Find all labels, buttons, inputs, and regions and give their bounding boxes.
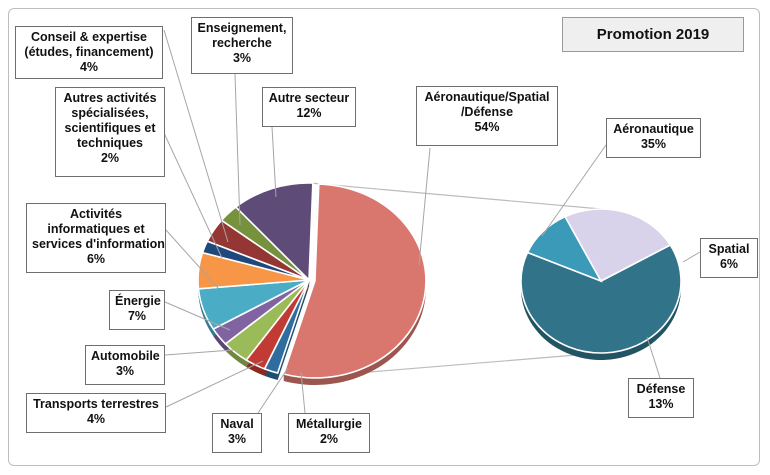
label-text-line: Métallurgie	[296, 417, 362, 431]
label-text-line: services d'information	[32, 237, 165, 251]
label-percent: 4%	[86, 412, 106, 426]
label-text-line: informatiques et	[47, 222, 145, 236]
sub-pie-leader-defense	[646, 336, 661, 379]
label-percent: 13%	[648, 397, 674, 411]
label-text-line: Défense	[636, 382, 686, 396]
label-percent: 6%	[86, 252, 106, 266]
main-pie-leader-automobile	[164, 348, 247, 356]
main-pie-slices	[197, 182, 427, 385]
sub-pie-leader-aeronautique	[541, 144, 607, 237]
connector-line-top	[309, 182, 602, 210]
label-text-line: Activités	[69, 207, 123, 221]
label-text-line: Autre secteur	[268, 91, 350, 105]
label-percent: 4%	[79, 60, 99, 74]
leader-lines	[157, 29, 701, 414]
label-percent: 35%	[640, 137, 667, 151]
label-text-line: spécialisées,	[71, 106, 149, 120]
label-percent: 3%	[115, 364, 135, 378]
label-text-line: Automobile	[91, 349, 160, 363]
label-text-line: Spatial	[708, 242, 750, 256]
main-pie-leader-conseil-expertise-etudes-financement	[163, 29, 229, 243]
main-pie-leader-enseignement-recherche	[234, 73, 241, 226]
label-text-line: Aéronautique/Spatial	[424, 90, 550, 104]
label-text-line: Conseil & expertise	[30, 30, 147, 44]
main-pie-leader-aeronautique-spatial-defense	[418, 147, 431, 266]
label-percent: 6%	[719, 257, 739, 271]
label-text-line: (études, financement)	[24, 45, 154, 59]
main-pie-slice-aeronautique-spatial-defense	[282, 183, 427, 379]
label-percent: 12%	[296, 106, 322, 120]
sub-pie-slices	[520, 208, 682, 360]
main-pie-leader-energie	[164, 301, 231, 331]
chart-title: Promotion 2019	[562, 17, 744, 52]
label-text-line: scientifiques et	[64, 121, 156, 135]
main-pie-leader-metallurgie	[300, 371, 306, 414]
sub-pie-slice-defense	[563, 208, 672, 283]
label-text-line: Autres activités	[63, 91, 157, 105]
main-pie-leader-transports-terrestres	[165, 360, 264, 408]
main-pie-slice-autre-secteur	[234, 182, 314, 282]
label-text-line: Transports terrestres	[33, 397, 159, 411]
label-text-line: Énergie	[115, 294, 161, 308]
label-percent: 54%	[474, 120, 500, 134]
label-text-line: /Défense	[460, 105, 514, 119]
main-pie-leader-autre-secteur	[271, 126, 277, 198]
label-percent: 3%	[227, 432, 247, 446]
main-pie-leader-activites-informatiques-et-services-d-information	[165, 229, 219, 289]
main-pie-leader-naval	[257, 367, 289, 414]
label-text-line: techniques	[77, 136, 143, 150]
sub-pie-leader-spatial	[682, 251, 701, 263]
label-percent: 7%	[127, 309, 147, 323]
label-percent: 2%	[100, 151, 120, 165]
label-text-line: Enseignement,	[197, 21, 287, 35]
label-text-line: recherche	[212, 36, 272, 50]
main-pie-label-conseil-expertise-etudes-financement: Conseil & expertise(études, financement)…	[15, 26, 163, 79]
main-pie-leader-autres-activites-specialisees-scientifiques-et-techniques	[157, 119, 223, 259]
label-percent: 3%	[232, 51, 252, 65]
label-text-line: Naval	[220, 417, 254, 431]
sub-pie-slice-aeronautique	[520, 243, 682, 354]
label-percent: 2%	[319, 432, 339, 446]
label-text-line: Aéronautique	[613, 122, 694, 136]
